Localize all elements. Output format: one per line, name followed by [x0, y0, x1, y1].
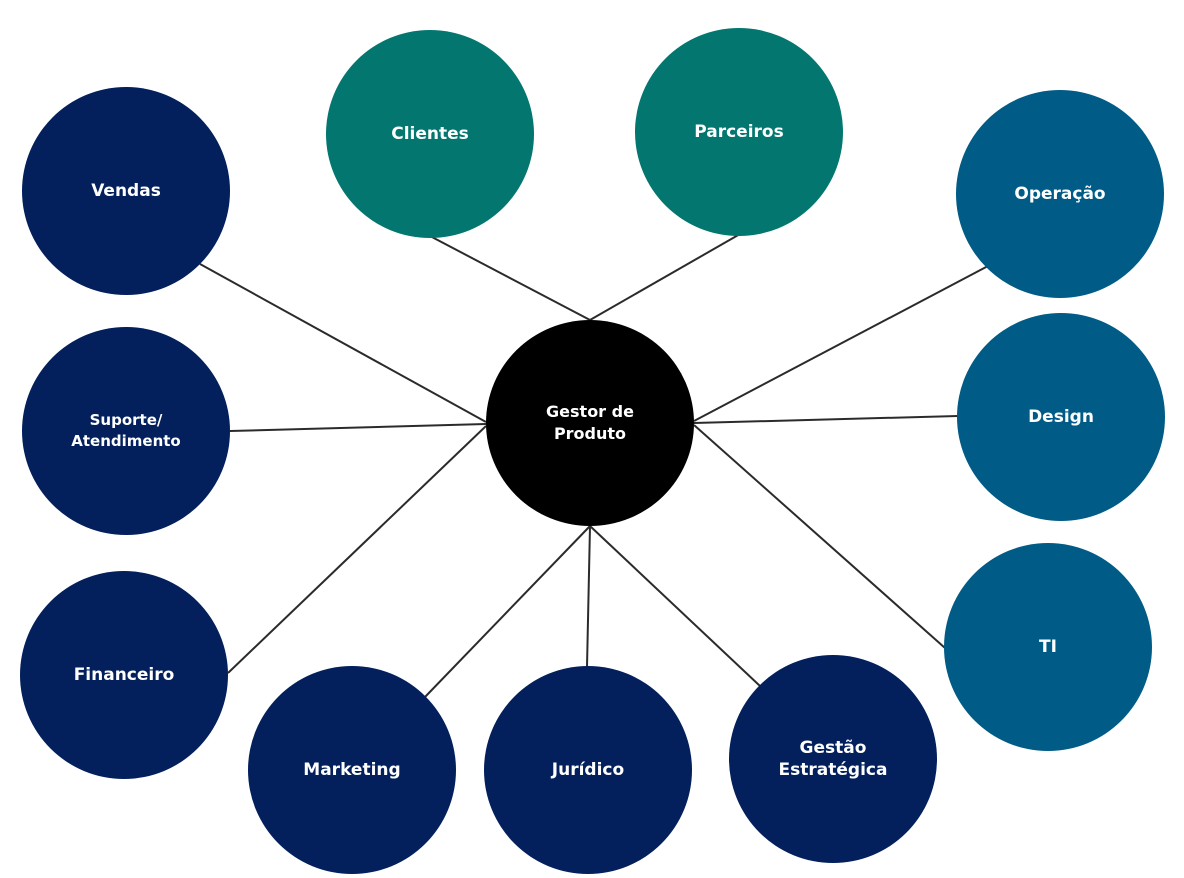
- node-ti: TI: [944, 543, 1152, 751]
- connector-clientes: [429, 235, 591, 321]
- node-label: Jurídico: [551, 760, 625, 780]
- node-operacao: Operação: [956, 90, 1164, 298]
- node-label: Marketing: [303, 760, 401, 780]
- connector-operacao: [693, 265, 989, 422]
- connector-juridico: [586, 525, 591, 668]
- node-label: Clientes: [391, 124, 469, 144]
- node-gestao-estrategica: Gestão Estratégica: [729, 655, 937, 863]
- connector-ti: [693, 424, 946, 649]
- connector-vendas: [199, 263, 487, 423]
- node-clientes: Clientes: [326, 30, 534, 238]
- connector-financeiro: [227, 425, 487, 674]
- node-label: Gestão Estratégica: [778, 738, 888, 780]
- node-label: Vendas: [91, 181, 161, 201]
- node-juridico: Jurídico: [484, 666, 692, 874]
- connector-gestao: [589, 525, 761, 687]
- node-gestor-de-produto: Gestor de Produto: [486, 320, 694, 526]
- node-suporte-atendimento: Suporte/ Atendimento: [22, 327, 230, 535]
- node-label: TI: [1039, 637, 1057, 657]
- node-label: Financeiro: [73, 665, 175, 685]
- connector-marketing: [424, 525, 591, 698]
- connector-parceiros: [589, 233, 741, 321]
- node-label: Gestor de Produto: [546, 402, 634, 443]
- connector-design: [693, 415, 959, 424]
- node-label: Operação: [1014, 184, 1106, 204]
- node-vendas: Vendas: [22, 87, 230, 295]
- node-financeiro: Financeiro: [20, 571, 228, 779]
- node-marketing: Marketing: [248, 666, 456, 874]
- node-design: Design: [957, 313, 1165, 521]
- node-label: Design: [1028, 407, 1094, 427]
- node-label: Suporte/ Atendimento: [71, 411, 181, 450]
- node-parceiros: Parceiros: [635, 28, 843, 236]
- node-label: Parceiros: [694, 122, 784, 142]
- connector-suporte: [229, 423, 487, 432]
